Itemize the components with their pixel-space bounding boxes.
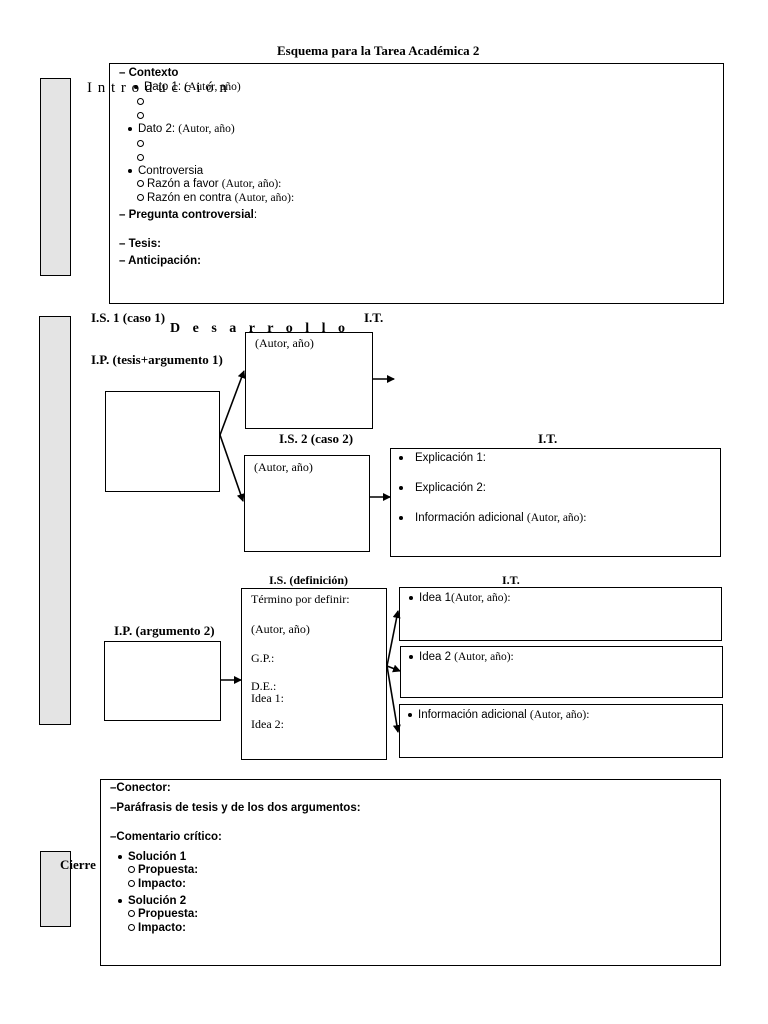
def-cite: (Autor, año) [251,622,310,636]
info2-text: Información adicional (Autor, año): [408,709,589,721]
page-title: Esquema para la Tarea Académica 2 [277,43,480,58]
bullet-icon [409,654,413,659]
bullet-icon [399,515,403,520]
it2-explicacion2: Explicación 2: [399,482,486,494]
circle-bullet-icon [137,140,144,148]
caso2-cite: (Autor, año) [254,460,313,474]
def-idea1: Idea 1: [251,691,284,705]
bullet-icon [408,712,412,717]
intro-pregunta: – Pregunta controversial: [119,209,258,221]
box-idea2 [400,646,723,698]
arrow-def-info2 [386,665,401,733]
box-caso1 [245,332,373,429]
sidebar-label-cierre: Cierre [60,857,96,872]
cierre-impacto2: Impacto: [128,922,186,934]
cierre-propuesta2: Propuesta: [128,908,198,920]
bullet-icon [128,168,132,173]
bullet-icon [399,485,403,490]
cierre-conector: –Conector: [110,782,171,794]
label-ip2: I.P. (argumento 2) [114,623,215,638]
circle-bullet-icon [137,154,144,162]
it2-info-adicional: Información adicional (Autor, año): [399,512,586,524]
arrow-def-idea1 [386,610,401,667]
circle-bullet-icon [137,98,144,106]
label-it2: I.T. [538,431,558,446]
sidebar-desarrollo [39,316,71,725]
intro-dato2-sub1 [137,138,147,150]
intro-dato2: Dato 2: (Autor, año) [128,123,235,135]
caso1-cite: (Autor, año) [255,336,314,350]
circle-bullet-icon [137,194,144,202]
sidebar-label-introduccion: I n t r o d u c c i ó n [87,80,228,96]
box-it2 [390,448,721,557]
arrow-ip1-caso2 [219,434,245,502]
label-is1: I.S. 1 (caso 1) [91,310,166,325]
cierre-solucion1: Solución 1 [118,851,186,863]
box-info2 [399,704,723,758]
circle-bullet-icon [128,924,135,932]
def-termino: Término por definir: [251,592,350,606]
box-definicion [241,588,387,760]
cierre-solucion2: Solución 2 [118,895,186,907]
arrow-ip1-caso1 [219,370,246,436]
box-caso2 [244,455,370,552]
box-idea1 [399,587,722,641]
bullet-icon [128,126,132,131]
circle-bullet-icon [137,112,144,120]
circle-bullet-icon [128,866,135,874]
it2-explicacion1: Explicación 1: [399,452,486,464]
bullet-icon [399,455,403,460]
box-ip1 [105,391,220,492]
def-gp: G.P.: [251,651,275,665]
label-is2: I.S. 2 (caso 2) [279,431,354,446]
intro-dato1-sub2 [137,110,147,122]
bullet-icon [118,854,122,859]
circle-bullet-icon [137,180,144,188]
cierre-box [100,779,721,966]
intro-anticipacion: – Anticipación: [119,255,202,267]
intro-razon-contra: Razón en contra (Autor, año): [137,192,294,204]
circle-bullet-icon [128,880,135,888]
bullet-icon [118,898,122,903]
bullet-icon [409,595,413,600]
cierre-comentario: –Comentario crítico: [110,831,222,843]
label-it3: I.T. [502,573,520,587]
sidebar-introduccion [40,78,71,276]
bullet-icon [134,84,138,89]
def-idea2: Idea 2: [251,717,284,731]
cierre-impacto1: Impacto: [128,878,186,890]
arrow-def-idea2 [386,664,401,673]
idea2-text: Idea 2 (Autor, año): [409,651,514,663]
intro-contexto: – Contexto [119,67,179,79]
intro-controversia: Controversia [128,165,203,177]
cierre-parafrasis: –Paráfrasis de tesis y de los dos argume… [110,802,361,814]
circle-bullet-icon [128,910,135,918]
label-it1: I.T. [364,310,384,325]
label-is-def: I.S. (definición) [269,573,349,587]
idea1-text: Idea 1(Autor, año): [409,592,511,604]
intro-box [109,63,724,304]
box-ip2 [104,641,221,721]
label-ip1: I.P. (tesis+argumento 1) [91,352,223,367]
sidebar-label-desarrollo: D e s a r r o l l o [170,321,346,336]
def-de: D.E.: [251,679,277,693]
cierre-propuesta1: Propuesta: [128,864,198,876]
intro-tesis: – Tesis: [119,238,161,250]
intro-dato2-sub2 [137,152,147,164]
intro-razon-favor: Razón a favor (Autor, año): [137,178,281,190]
sidebar-cierre [40,851,71,927]
intro-dato1-sub1 [137,96,147,108]
intro-dato1: Dato 1: (Autor, año) [134,81,241,93]
